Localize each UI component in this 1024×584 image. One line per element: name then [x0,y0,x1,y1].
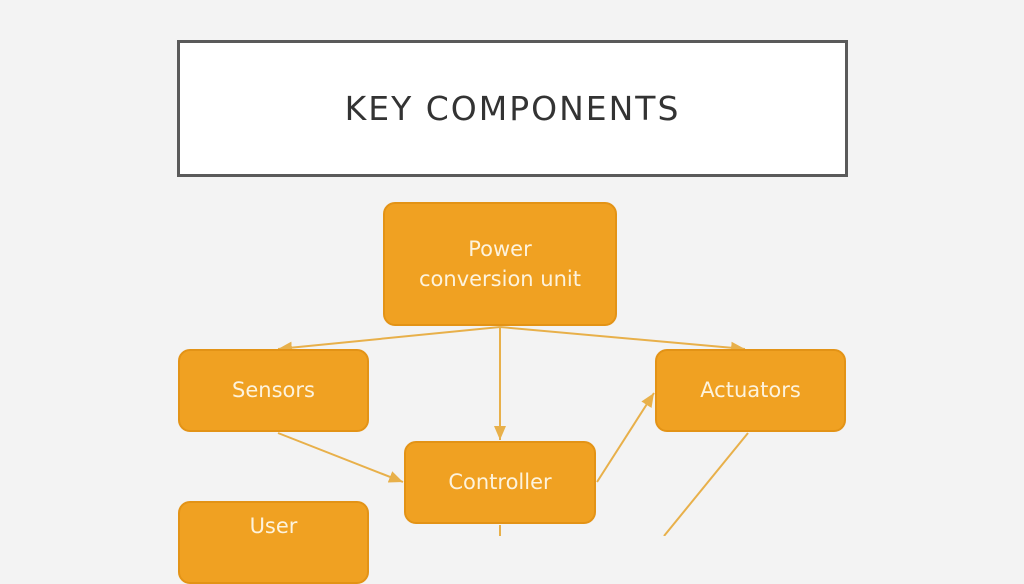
node-power-conversion-unit: Power conversion unit [383,202,617,326]
edges-layer [277,326,749,536]
node-power-line2: conversion unit [419,267,581,291]
edge-controller-actuators [596,392,655,483]
edge-power-actuators [499,326,746,354]
slide-title: KEY COMPONENTS [344,89,681,128]
node-actuators: Actuators [655,349,846,432]
node-actuators-label: Actuators [700,378,801,403]
edge-sensors-controller [277,432,404,483]
node-sensors-label: Sensors [232,378,315,403]
edge-power-sensors [277,326,501,354]
node-power-line1: Power [468,236,532,261]
node-sensors: Sensors [178,349,369,432]
node-controller: Controller [404,441,596,524]
node-user: User [178,501,369,584]
node-user-label: User [249,514,298,538]
slide-title-box: KEY COMPONENTS [177,40,848,177]
node-controller-label: Controller [448,470,552,495]
edge-actuators-down [663,432,749,536]
